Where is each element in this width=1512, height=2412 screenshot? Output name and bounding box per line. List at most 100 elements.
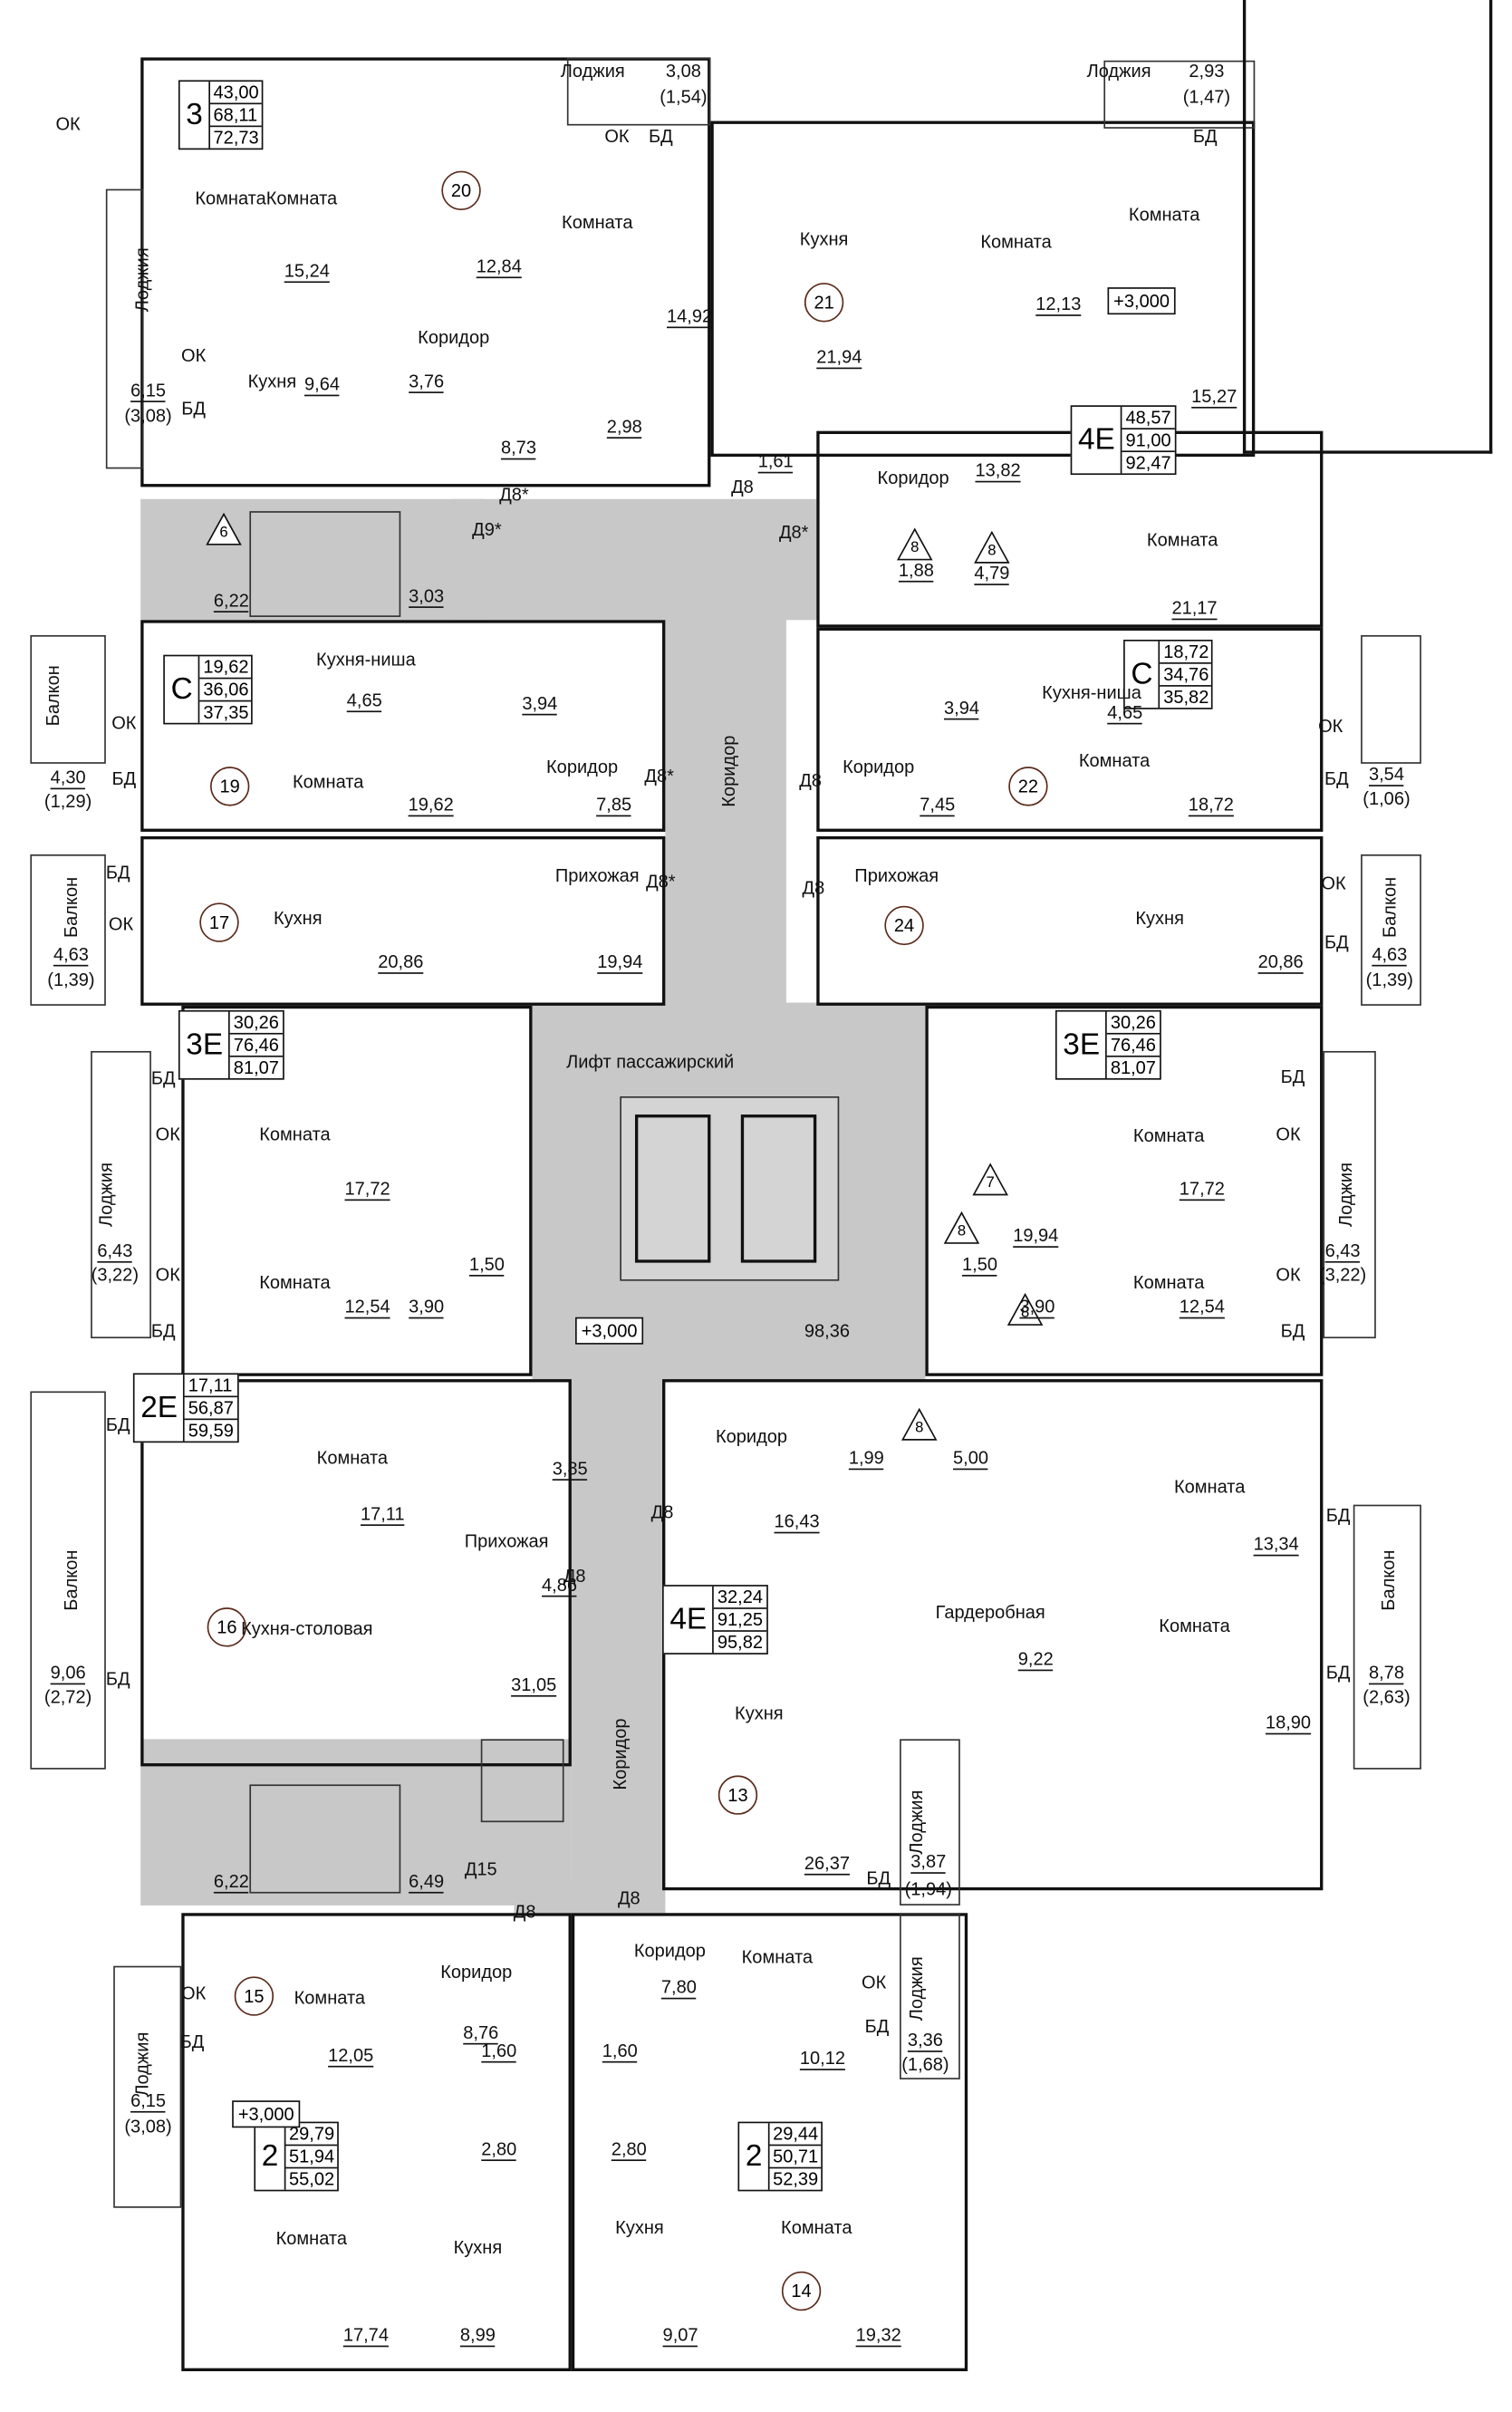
room-label: Д9* bbox=[472, 518, 502, 540]
room-label: Прихожая bbox=[554, 864, 640, 887]
room-label: Кухня bbox=[735, 1703, 784, 1724]
room-label: Комната bbox=[1173, 1475, 1246, 1498]
room-label: Коридор bbox=[843, 756, 915, 777]
room-area-label: 17,74 bbox=[342, 2324, 389, 2348]
apartment-area-value: 59,59 bbox=[188, 1420, 234, 1442]
loggia-top bbox=[566, 57, 711, 126]
room-area-label: 9,22 bbox=[1017, 1648, 1054, 1672]
apartment-15-walls bbox=[181, 1913, 572, 2371]
apartment-area-value: 81,07 bbox=[1110, 1056, 1156, 1078]
room-area-label: 12,54 bbox=[1179, 1296, 1225, 1319]
room-label: Комната bbox=[294, 1987, 366, 2009]
room-label: Коридор bbox=[717, 735, 740, 807]
corridor-top bbox=[453, 498, 817, 621]
room-area-label: 6,43 bbox=[97, 1240, 133, 1263]
apartment-area-value: 92,47 bbox=[1125, 452, 1171, 474]
room-label: Комната bbox=[259, 1271, 331, 1293]
room-area-label: 8,78 bbox=[1368, 1662, 1404, 1685]
room-label: Комната bbox=[1146, 529, 1218, 551]
room-area-label: 9,64 bbox=[304, 373, 340, 397]
apartment-type: 2 bbox=[255, 2123, 286, 2190]
room-label: БД bbox=[1325, 1662, 1351, 1684]
room-label: Комната bbox=[275, 2227, 348, 2249]
balcony-13 bbox=[1353, 1504, 1421, 1770]
apartment-14-walls bbox=[571, 1913, 968, 2371]
room-number-circle: 15 bbox=[234, 1976, 274, 2016]
apartment-area-value: 34,76 bbox=[1160, 664, 1212, 687]
room-area-label: 19,94 bbox=[597, 950, 643, 974]
room-label: Д8* bbox=[646, 871, 676, 892]
room-label: Кухня bbox=[1135, 907, 1184, 929]
room-label: Д8* bbox=[499, 484, 529, 506]
apartment-area-value: 30,26 bbox=[1107, 1012, 1160, 1035]
corridor-central bbox=[665, 612, 786, 1009]
room-area-label: 14,92 bbox=[667, 305, 713, 329]
room-area-label: 9,07 bbox=[662, 2324, 698, 2348]
room-area-label: 4,86 bbox=[542, 1574, 578, 1597]
apartment-21-walls bbox=[710, 121, 1256, 458]
section-mark-triangle-icon: 7 bbox=[972, 1163, 1008, 1196]
balcony-17 bbox=[30, 854, 106, 1006]
room-area-label: 20,86 bbox=[378, 950, 424, 974]
apartment-17-walls bbox=[140, 835, 666, 1006]
section-mark-number: 8 bbox=[910, 539, 920, 557]
room-label: Балкон bbox=[60, 876, 82, 938]
loggia-top-left bbox=[105, 188, 144, 469]
room-area-label: 13,82 bbox=[975, 459, 1021, 483]
adjacent-building-outline bbox=[1242, 0, 1493, 454]
room-label: Прихожая bbox=[854, 864, 939, 887]
room-label: (1,47) bbox=[1182, 86, 1231, 108]
room-label: ОК bbox=[155, 1124, 180, 1145]
apartment-area-value: 29,79 bbox=[285, 2123, 338, 2147]
apartment-area-value: 30,26 bbox=[230, 1012, 283, 1035]
room-label: 98,36 bbox=[804, 1320, 851, 1342]
balcony-24 bbox=[1361, 854, 1421, 1006]
apartment-area-value: 32,24 bbox=[714, 1587, 766, 1609]
room-label: Лоджия bbox=[905, 1956, 928, 2021]
room-label: БД bbox=[105, 1667, 130, 1690]
elevation-mark: +3,000 bbox=[232, 2100, 301, 2128]
room-area-label: 12,84 bbox=[476, 256, 522, 279]
room-area-label: 1,50 bbox=[468, 1253, 505, 1277]
section-mark-number: 7 bbox=[986, 1174, 995, 1192]
room-label: (3,22) bbox=[91, 1264, 140, 1286]
room-label: Лоджия bbox=[905, 1790, 928, 1855]
apartment-24-walls bbox=[816, 835, 1324, 1006]
room-area-label: 4,30 bbox=[50, 767, 86, 790]
loggia-3e-right bbox=[1323, 1050, 1376, 1339]
apartment-area-value: 19,62 bbox=[200, 656, 252, 680]
room-label: Комната bbox=[980, 231, 1052, 253]
room-label: Кухня bbox=[247, 370, 297, 392]
room-area-label: 10,12 bbox=[799, 2047, 845, 2070]
room-label: ОК bbox=[1321, 873, 1346, 894]
section-mark-triangle-icon: 8 bbox=[1006, 1292, 1044, 1327]
room-label: 3,08 bbox=[665, 60, 701, 82]
apartment-area-value: 51,94 bbox=[285, 2146, 338, 2169]
apartment-4e-top-walls bbox=[816, 430, 1324, 628]
room-area-label: 3,36 bbox=[907, 2029, 943, 2052]
room-label: Комната bbox=[316, 1447, 389, 1469]
section-mark-number: 8 bbox=[1020, 1305, 1030, 1322]
apartment-area-value: 91,00 bbox=[1122, 429, 1174, 453]
apartment-type: 4Е bbox=[1072, 406, 1123, 474]
apartment-area-value: 95,82 bbox=[717, 1631, 764, 1654]
room-label: (1,06) bbox=[1363, 787, 1411, 809]
room-area-label: 6,22 bbox=[213, 1870, 249, 1894]
room-area-label: 4,63 bbox=[1372, 943, 1408, 967]
section-mark-triangle-icon: 8 bbox=[943, 1211, 980, 1245]
balcony-22 bbox=[1361, 634, 1421, 764]
room-area-label: 1,99 bbox=[848, 1447, 884, 1471]
room-area-label: 15,24 bbox=[284, 260, 330, 284]
room-label: 2,93 bbox=[1189, 60, 1225, 82]
apartment-area-value: 17,11 bbox=[185, 1375, 237, 1398]
room-area-label: 1,88 bbox=[898, 559, 934, 583]
apartment-area-value: 68,11 bbox=[210, 104, 262, 128]
room-label: (1,68) bbox=[901, 2053, 949, 2075]
room-area-label: 4,65 bbox=[346, 690, 382, 713]
